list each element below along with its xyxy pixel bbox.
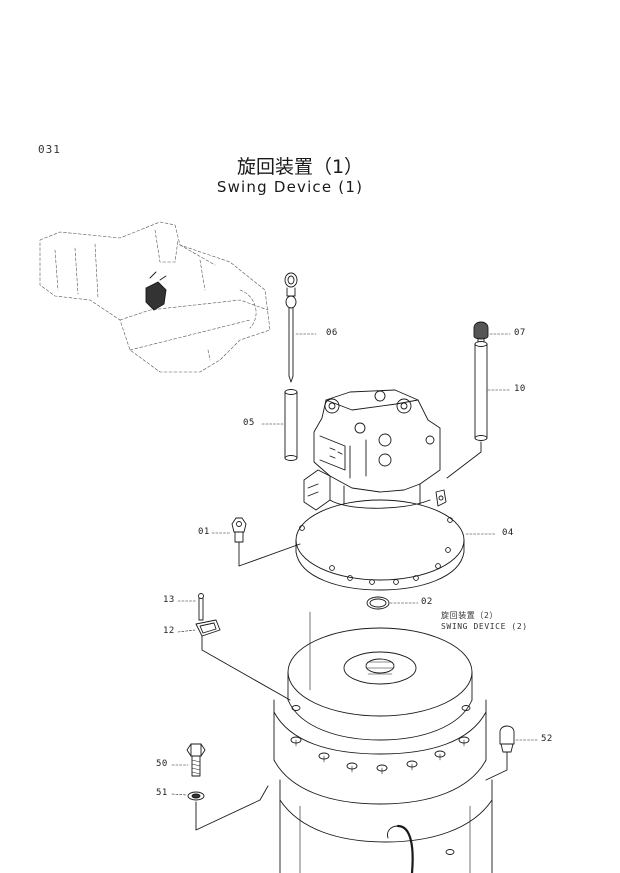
callout-52: 52 (541, 734, 553, 744)
machine-overview-sketch (39, 221, 271, 373)
callout-51: 51 (156, 788, 168, 798)
screw-part (198, 593, 204, 621)
callout-02: 02 (421, 597, 433, 607)
page-title-english: Swing Device (1) (216, 178, 364, 196)
cross-reference-english: SWING DEVICE (2) (441, 622, 528, 631)
swing-motor-part (295, 389, 465, 591)
page-number: 031 (38, 143, 61, 156)
swing-device-location-marker (145, 271, 167, 311)
plug-part (485, 725, 515, 781)
cross-reference-japanese: 旋回装置（2） (441, 611, 499, 620)
callout-04: 04 (502, 528, 514, 538)
callout-05: 05 (243, 418, 255, 428)
callout-07: 07 (514, 328, 526, 338)
callout-01: 01 (198, 527, 210, 537)
pipe-part (284, 389, 298, 461)
callout-leaders (171, 333, 539, 796)
callout-13: 13 (163, 595, 175, 605)
o-ring-part (366, 596, 390, 610)
callout-10: 10 (514, 384, 526, 394)
callout-06: 06 (326, 328, 338, 338)
level-gauge-part (284, 272, 298, 383)
hex-bolt-part (186, 743, 206, 777)
cap-part (473, 321, 489, 343)
page-title-japanese: 旋回装置（1） (236, 156, 364, 178)
callout-50: 50 (156, 759, 168, 769)
socket-bolt-part (231, 517, 301, 567)
drain-pipe-part (446, 341, 488, 479)
name-plate-part (195, 619, 291, 701)
spring-washer-part (187, 785, 269, 831)
reduction-gear-part (273, 611, 493, 873)
callout-12: 12 (163, 626, 175, 636)
